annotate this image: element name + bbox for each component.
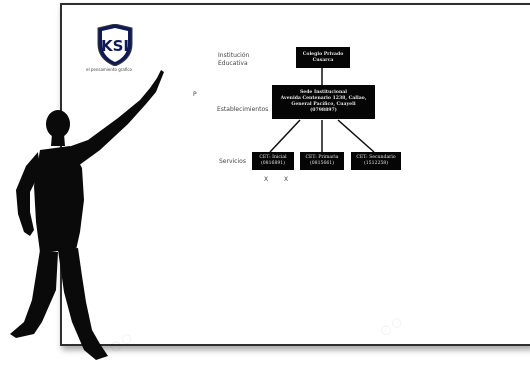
- logo-text: KSI: [101, 37, 129, 55]
- label-establishments: Establecimientos: [217, 106, 269, 113]
- node-establishment: Sede Institucional Avenida Centenario 12…: [272, 85, 375, 119]
- x-mark: X: [264, 176, 269, 183]
- node-line: Avenida Centenario 1238, Callao,: [280, 96, 367, 101]
- node-line: Sede Institucional: [299, 90, 348, 95]
- node-service-primary: CET: Primaria (0815661): [300, 152, 344, 170]
- right-leg: [58, 248, 108, 360]
- label-services: Servicios: [219, 158, 246, 165]
- node-line: CET: Secundario: [356, 155, 396, 160]
- label-institution: Institución Educativa: [218, 52, 250, 67]
- node-line: (0798897): [310, 108, 337, 113]
- node-service-initial: CET: Inicial (0816891): [252, 152, 294, 170]
- node-line: (1512258): [363, 161, 389, 166]
- logo-caption: el pensamiento grafico: [86, 67, 133, 72]
- node-institution: Colegio Privado Cusarca: [296, 47, 350, 68]
- node-line: Colegio Privado: [302, 51, 344, 57]
- node-line: (0816891): [260, 161, 286, 166]
- x-mark: X: [284, 176, 289, 183]
- torso: [34, 146, 84, 252]
- node-line: General Pacífico, Cuayeli: [291, 102, 356, 107]
- left-leg: [10, 250, 58, 338]
- node-line: (0815661): [309, 161, 335, 166]
- stray-letter: P: [193, 91, 197, 98]
- node-line: Cusarca: [312, 57, 334, 63]
- shield-logo-icon: KSI: [97, 23, 133, 67]
- logo-badge: KSI: [95, 23, 135, 67]
- pointing-arm: [60, 70, 164, 172]
- node-service-secondary: CET: Secundario (1512258): [351, 152, 401, 170]
- node-line: CET: Primaria: [305, 155, 339, 160]
- presentation-board: [60, 3, 530, 346]
- node-line: CET: Inicial: [259, 155, 287, 160]
- head-shape: [46, 110, 70, 138]
